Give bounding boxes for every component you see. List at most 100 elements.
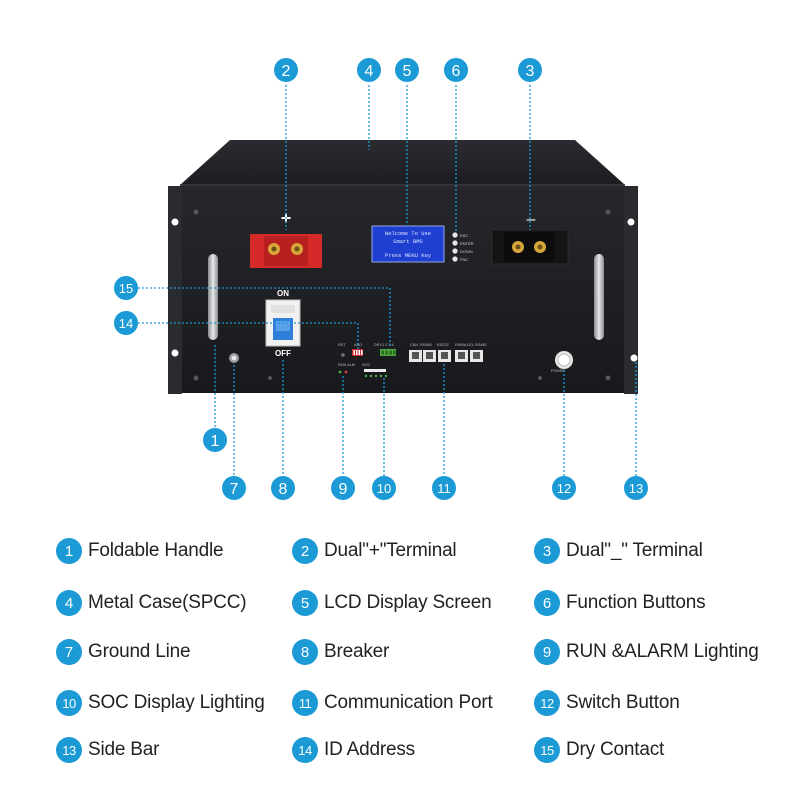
legend-number: 14 (292, 737, 318, 763)
legend-label: Breaker (324, 641, 390, 662)
case-top (180, 140, 625, 185)
callout-6: 6 (444, 58, 468, 82)
legend-label: Dual"_" Terminal (566, 540, 703, 561)
svg-text:1: 1 (211, 433, 220, 450)
legend-number: 6 (534, 590, 560, 616)
svg-text:9: 9 (339, 481, 348, 498)
legend-label: Function Buttons (566, 592, 706, 613)
legend-item-6: 6 Function Buttons (534, 589, 706, 617)
callout-14: 14 (114, 311, 138, 335)
callout-15: 15 (114, 276, 138, 300)
legend: 1 Foldable Handle 2 Dual"+"Terminal 3 Du… (0, 525, 800, 775)
legend-label: RUN &ALARM Lighting (566, 641, 759, 662)
legend-label: Metal Case(SPCC) (88, 592, 247, 613)
svg-text:5: 5 (403, 63, 412, 80)
legend-item-14: 14 ID Address (292, 736, 415, 764)
communication-ports[interactable] (409, 350, 483, 362)
down-button[interactable] (452, 248, 458, 254)
soc-label: SOC (362, 363, 370, 367)
legend-item-13: 13 Side Bar (56, 736, 159, 764)
svg-text:11: 11 (437, 481, 451, 496)
legend-item-7: 7 Ground Line (56, 638, 191, 666)
id-dip-switch[interactable] (352, 349, 363, 356)
legend-number: 5 (292, 590, 318, 616)
svg-text:7: 7 (230, 481, 239, 498)
battery-case (180, 140, 625, 393)
legend-item-5: 5 LCD Display Screen (292, 589, 492, 617)
run-alarm-label: RUN ALM (338, 363, 355, 367)
case-front (180, 185, 625, 393)
negative-sign: – (527, 211, 536, 228)
legend-number: 8 (292, 639, 318, 665)
ground-line (229, 353, 239, 363)
legend-label: Ground Line (88, 641, 191, 662)
handle-right[interactable] (594, 254, 604, 340)
enter-button[interactable] (452, 240, 458, 246)
legend-number: 9 (534, 639, 560, 665)
legend-item-11: 11 Communication Port (292, 689, 493, 717)
legend-number: 15 (534, 737, 560, 763)
lcd-screen: Welcome To Use Smart BMS Press MENU Key (371, 225, 445, 263)
power-label: POWER (551, 369, 566, 373)
callout-badges: 1 2 3 4 5 6 7 8 (114, 58, 648, 500)
legend-number: 11 (292, 690, 318, 716)
lcd-line-1: Welcome To Use (385, 230, 431, 237)
legend-item-9: 9 RUN &ALARM Lighting (534, 638, 759, 666)
alarm-led (344, 370, 348, 374)
side-bar-left (168, 186, 182, 394)
callout-13: 13 (624, 476, 648, 500)
legend-number: 2 (292, 538, 318, 564)
fnc-button[interactable] (452, 256, 458, 262)
function-buttons: ESC ENTER DOWN FNC (452, 232, 474, 262)
legend-item-12: 12 Switch Button (534, 689, 680, 717)
esc-button[interactable] (452, 232, 458, 238)
legend-label: Dual"+"Terminal (324, 540, 457, 561)
legend-number: 7 (56, 639, 82, 665)
lcd-line-2: Smart BMS (393, 238, 423, 245)
dry-contact[interactable] (380, 349, 396, 356)
soc-leds (364, 369, 388, 378)
rs232-label: RS232 (437, 343, 449, 347)
power-switch-button[interactable] (555, 351, 573, 369)
battery-diagram: + – Welcome To Use Smart BMS Press MENU … (114, 58, 648, 500)
legend-number: 13 (56, 737, 82, 763)
legend-item-4: 4 Metal Case(SPCC) (56, 589, 247, 617)
can-label: CAN (410, 343, 418, 347)
legend-number: 12 (534, 690, 560, 716)
legend-number: 4 (56, 590, 82, 616)
callout-10: 10 (372, 476, 396, 500)
callout-5: 5 (395, 58, 419, 82)
positive-terminal[interactable] (250, 234, 322, 268)
callout-8: 8 (271, 476, 295, 500)
svg-text:12: 12 (557, 481, 571, 496)
rs485-label: RS485 (420, 343, 432, 347)
callout-1: 1 (203, 428, 227, 452)
svg-text:10: 10 (377, 481, 391, 496)
legend-label: Communication Port (324, 692, 493, 713)
svg-text:3: 3 (526, 63, 535, 80)
rst-label: RST (338, 343, 346, 347)
negative-terminal[interactable] (491, 229, 569, 265)
svg-text:15: 15 (119, 281, 133, 296)
handle-left[interactable] (208, 254, 218, 340)
svg-text:13: 13 (629, 481, 643, 496)
legend-item-10: 10 SOC Display Lighting (56, 689, 265, 717)
callout-9: 9 (331, 476, 355, 500)
legend-number: 10 (56, 690, 82, 716)
run-led (338, 370, 342, 374)
side-bar-right (624, 186, 638, 394)
legend-label: Foldable Handle (88, 540, 224, 561)
legend-item-3: 3 Dual"_" Terminal (534, 537, 703, 565)
legend-label: ID Address (324, 739, 415, 760)
callout-7: 7 (222, 476, 246, 500)
svg-text:2: 2 (282, 63, 291, 80)
lcd-line-3: Press MENU Key (385, 252, 432, 259)
svg-text:6: 6 (452, 63, 461, 80)
legend-label: Dry Contact (566, 739, 665, 760)
legend-label: Switch Button (566, 692, 680, 713)
breaker-on-label: ON (277, 289, 289, 298)
callout-2: 2 (274, 58, 298, 82)
callout-11: 11 (432, 476, 456, 500)
callout-leaders (138, 85, 637, 476)
rst-hole[interactable] (341, 353, 345, 357)
